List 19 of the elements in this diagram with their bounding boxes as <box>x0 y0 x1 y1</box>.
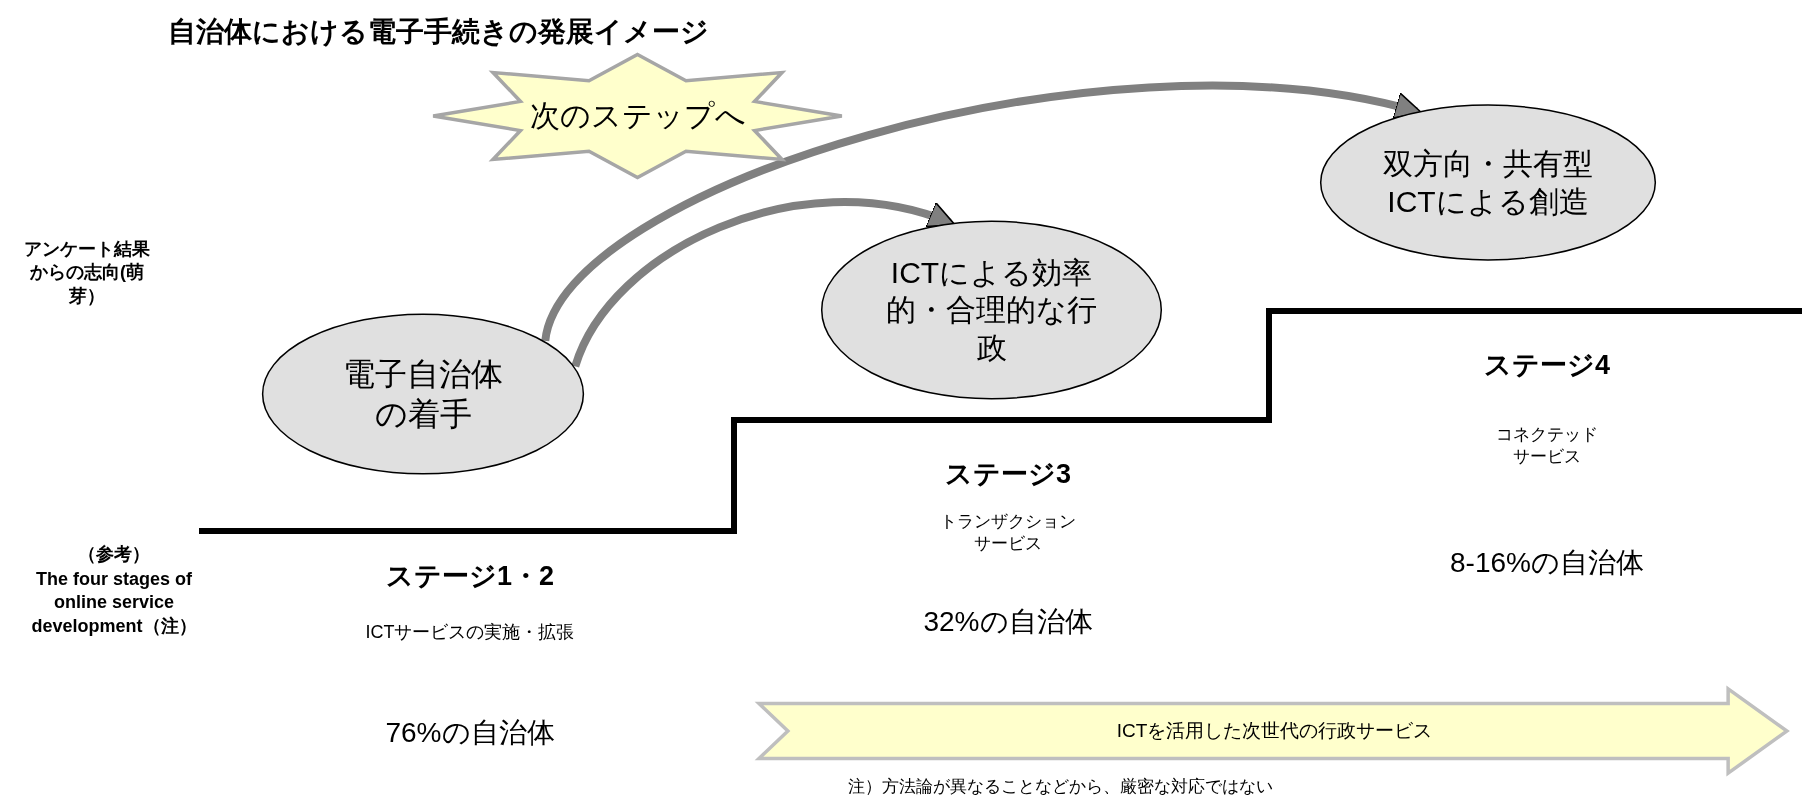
annotation-text: The four stages of online service development（注） <box>30 568 198 638</box>
annotation-text: （参考） <box>78 543 150 566</box>
percentage-text: 32%の自治体 <box>923 605 1093 639</box>
stage-description: コネクテッドサービス <box>1495 424 1599 469</box>
stage-heading: ステージ1・2 <box>386 560 554 593</box>
curved-arrow <box>571 198 956 368</box>
stage-description: トランザクションサービス <box>939 511 1077 556</box>
stage-ellipse: ICTによる効率的・合理的な行政 <box>820 220 1163 400</box>
footnote: 注）方法論が異なることなどから、厳密な対応ではない <box>847 776 1273 798</box>
title: 自治体における電子手続きの発展イメージ <box>168 15 709 49</box>
curved-arrow <box>541 82 1423 343</box>
stage-ellipse: 電子自治体の着手 <box>261 313 585 475</box>
annotation-text: アンケート結果からの志向(萌芽） <box>23 238 151 308</box>
percentage-text: 8-16%の自治体 <box>1450 546 1644 580</box>
stage-ellipse: 双方向・共有型ICTによる創造 <box>1319 104 1657 261</box>
stage-description: ICTサービスの実施・拡張 <box>365 621 575 644</box>
stage-heading: ステージ3 <box>945 458 1071 491</box>
percentage-text: 76%の自治体 <box>385 716 555 750</box>
stage-heading: ステージ4 <box>1484 349 1610 382</box>
